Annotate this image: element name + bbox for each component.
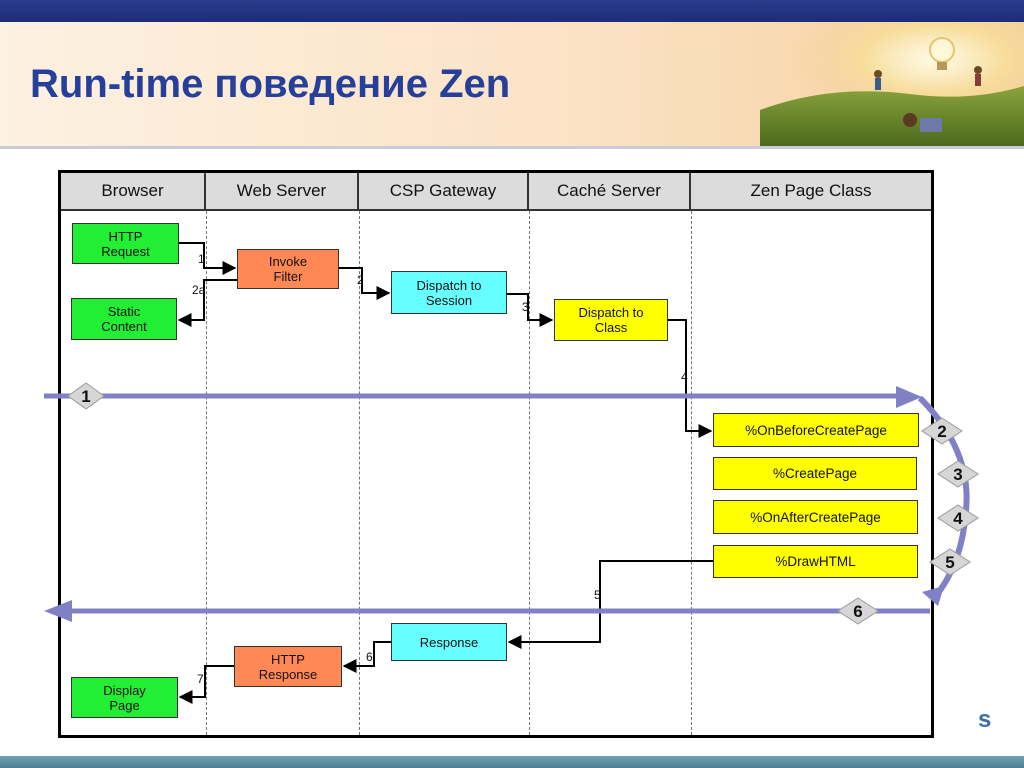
dispatch-to-session-box: Dispatch to Session [391,271,507,314]
step-label-4: 4 [681,370,688,384]
http-response-box: HTTP Response [234,646,342,687]
invoke-filter-box: Invoke Filter [237,249,339,289]
lane-separator [529,211,530,735]
svg-text:1: 1 [81,387,90,406]
svg-text:6: 6 [853,602,862,621]
step-label-7: 7 [197,672,204,686]
lane-separator [206,211,207,735]
response-box: Response [391,623,507,661]
step-label-5: 5 [594,588,601,602]
step-label-3: 3 [522,300,529,314]
lane-header-cache-server: Caché Server [529,173,691,211]
phase-marker-3: 3 [937,460,979,488]
static-content-box: Static Content [71,298,177,340]
display-page-box: Display Page [71,677,178,718]
step-label-6: 6 [366,650,373,664]
svg-text:3: 3 [953,465,962,484]
lane-header-web-server: Web Server [206,173,359,211]
dispatch-to-class-box: Dispatch to Class [554,299,668,341]
page-cycle-arrowhead [922,586,944,606]
create-page-box: %CreatePage [713,457,917,490]
phase-markers: 1 2 3 4 5 6 [67,382,979,625]
lane-header-browser: Browser [61,173,206,211]
lane-separator [691,211,692,735]
slide-title: Run-time поведение Zen [30,62,511,106]
lifecycle-flow [44,386,970,622]
brand-logo-mark: s [978,706,992,733]
phase-marker-2: 2 [921,417,963,445]
lane-separator [359,211,360,735]
lane-header-zen-page-class: Zen Page Class [691,173,931,211]
bottom-bar [0,756,1024,768]
step-label-1: 1 [198,252,205,266]
svg-text:2: 2 [937,422,946,441]
step-label-2: 2 [357,273,364,287]
svg-text:5: 5 [945,553,954,572]
phase-marker-6: 6 [837,597,879,625]
phase-marker-1: 1 [67,382,105,410]
http-request-box: HTTP Request [72,223,179,264]
draw-html-box: %DrawHTML [713,545,918,578]
request-flow-arrowhead [896,386,922,408]
phase-marker-5: 5 [929,548,971,576]
svg-text:4: 4 [953,509,963,528]
lane-header-csp-gateway: CSP Gateway [359,173,529,211]
header-illustration [760,22,1024,146]
step-label-2a: 2a [192,283,206,297]
top-bar [0,0,1024,22]
header-divider [0,146,1024,149]
phase-marker-4: 4 [937,504,979,532]
step-connectors [177,242,713,704]
on-before-create-page-box: %OnBeforeCreatePage [713,413,919,447]
response-flow-arrowhead [44,600,72,622]
on-after-create-page-box: %OnAfterCreatePage [713,500,918,534]
